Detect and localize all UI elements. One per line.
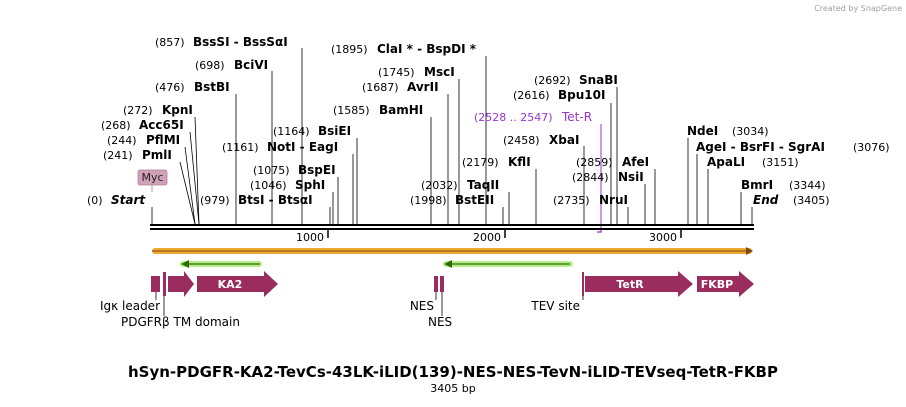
- site-name: MscI: [424, 65, 455, 79]
- nes-feature-1: [434, 276, 438, 292]
- pdgfr-tm-feature-tick: [163, 272, 166, 296]
- site-name: NdeI: [687, 124, 718, 138]
- backbone-bottom: [150, 228, 754, 230]
- ka2-label: KA2: [218, 278, 243, 291]
- site-pos: (2735): [553, 194, 590, 207]
- site-name: PflMI: [146, 133, 180, 147]
- site-name: KflI: [508, 155, 531, 169]
- site-name: XbaI: [549, 133, 579, 147]
- site-pos: (1745): [378, 66, 415, 79]
- fkbp-feature: [697, 271, 754, 297]
- primer-site-name: Tet-R: [561, 110, 592, 124]
- tick-1000: 1000: [296, 231, 324, 244]
- site-pos: (3151): [762, 156, 799, 169]
- myc-tag-label: Myc: [141, 171, 163, 184]
- backbone-top: [150, 224, 754, 226]
- site-pos: (268): [101, 119, 131, 132]
- primer-right-head: [444, 260, 452, 268]
- nes-label-1: NES: [410, 299, 434, 313]
- site-name: BciVI: [234, 58, 268, 72]
- site-name: Acc65I: [139, 118, 184, 132]
- site-name: BsiEI: [318, 124, 351, 138]
- site-connectors: [151, 48, 753, 225]
- site-pos: (698): [195, 59, 225, 72]
- site-pos: (241): [103, 149, 133, 162]
- site-pos: (979): [200, 194, 230, 207]
- tick-3000: 3000: [649, 231, 677, 244]
- site-pos: (1046): [250, 179, 287, 192]
- site-name: NsiI: [618, 170, 644, 184]
- site-name: NruI: [599, 193, 628, 207]
- tev-site-tick: [582, 272, 584, 296]
- site-pos: (2692): [534, 74, 571, 87]
- site-name: ClaI * - BspDI *: [377, 42, 477, 56]
- primer-site-range: (2528 .. 2547): [474, 111, 553, 124]
- site-pos: (3344): [789, 179, 826, 192]
- site-pos: (2859): [576, 156, 613, 169]
- tetr-feature: [585, 271, 693, 297]
- site-name: BspEI: [298, 163, 336, 177]
- site-pos: (476): [155, 81, 185, 94]
- map-title: hSyn-PDGFR-KA2-TevCs-43LK-iLID(139)-NES-…: [128, 363, 778, 381]
- site-name: NotI - EagI: [267, 140, 338, 154]
- site-pos: (1075): [253, 164, 290, 177]
- site-pos: (857): [155, 36, 185, 49]
- site-name: Bpu10I: [558, 88, 605, 102]
- site-name: BmrI: [741, 178, 773, 192]
- site-pos: (2032): [421, 179, 458, 192]
- primer-left-head: [181, 260, 189, 268]
- site-name: BssSI - BssSαI: [193, 35, 288, 49]
- site-name: BamHI: [379, 103, 423, 117]
- tetr-label: TetR: [616, 278, 644, 291]
- fkbp-label: FKBP: [701, 278, 733, 291]
- site-pos: (1164): [273, 125, 310, 138]
- site-name: AgeI - BsrFI - SgrAI: [696, 140, 825, 154]
- site-name: SnaBI: [579, 73, 618, 87]
- site-pos: (244): [107, 134, 137, 147]
- site-pos: (1161): [222, 141, 259, 154]
- myc-tag-box: [137, 169, 168, 186]
- site-pos: (2616): [513, 89, 550, 102]
- tev-site-label: TEV site: [530, 299, 580, 313]
- site-pos: (3405): [793, 194, 830, 207]
- site-pos: (3034): [732, 125, 769, 138]
- tick-2000: 2000: [473, 231, 501, 244]
- site-pos: (2844): [572, 171, 609, 184]
- map-length: 3405 bp: [430, 382, 475, 395]
- site-name: BstBI: [194, 80, 230, 94]
- site-pos: (272): [123, 104, 153, 117]
- site-pos: (1687): [362, 81, 399, 94]
- site-name: End: [753, 193, 779, 207]
- snapgene-watermark: Created by SnapGene: [814, 4, 902, 13]
- site-pos: (1895): [331, 43, 368, 56]
- site-name: AfeI: [622, 155, 649, 169]
- nes-feature-2: [440, 276, 444, 292]
- igk-leader-label: Igκ leader: [100, 299, 160, 313]
- site-name: PmlI: [142, 148, 172, 162]
- ka2-feature: [197, 271, 278, 297]
- site-name: SphI: [295, 178, 325, 192]
- ruler: [327, 230, 682, 238]
- site-pos: (1998): [410, 194, 447, 207]
- site-name: Start: [111, 193, 146, 207]
- site-pos: (0): [87, 194, 103, 207]
- nes-label-2: NES: [428, 315, 452, 329]
- site-name: AvrII: [407, 80, 439, 94]
- site-pos: (1585): [333, 104, 370, 117]
- pdgfr-tm-label: PDGFRβ TM domain: [121, 315, 240, 329]
- feature-leaders: [155, 292, 584, 316]
- site-name: BtsI - BtsαI: [238, 193, 313, 207]
- site-name: KpnI: [162, 103, 193, 117]
- site-name: ApaLI: [707, 155, 745, 169]
- site-pos: (2179): [462, 156, 499, 169]
- site-name: BstEII: [455, 193, 494, 207]
- site-pos: (2458): [503, 134, 540, 147]
- igk-leader-feature: [151, 276, 160, 292]
- orf-arrowhead: [746, 247, 753, 255]
- pdgfr-tm-feature: [168, 271, 194, 297]
- site-pos: (3076): [853, 141, 890, 154]
- site-name: TaqII: [467, 178, 499, 192]
